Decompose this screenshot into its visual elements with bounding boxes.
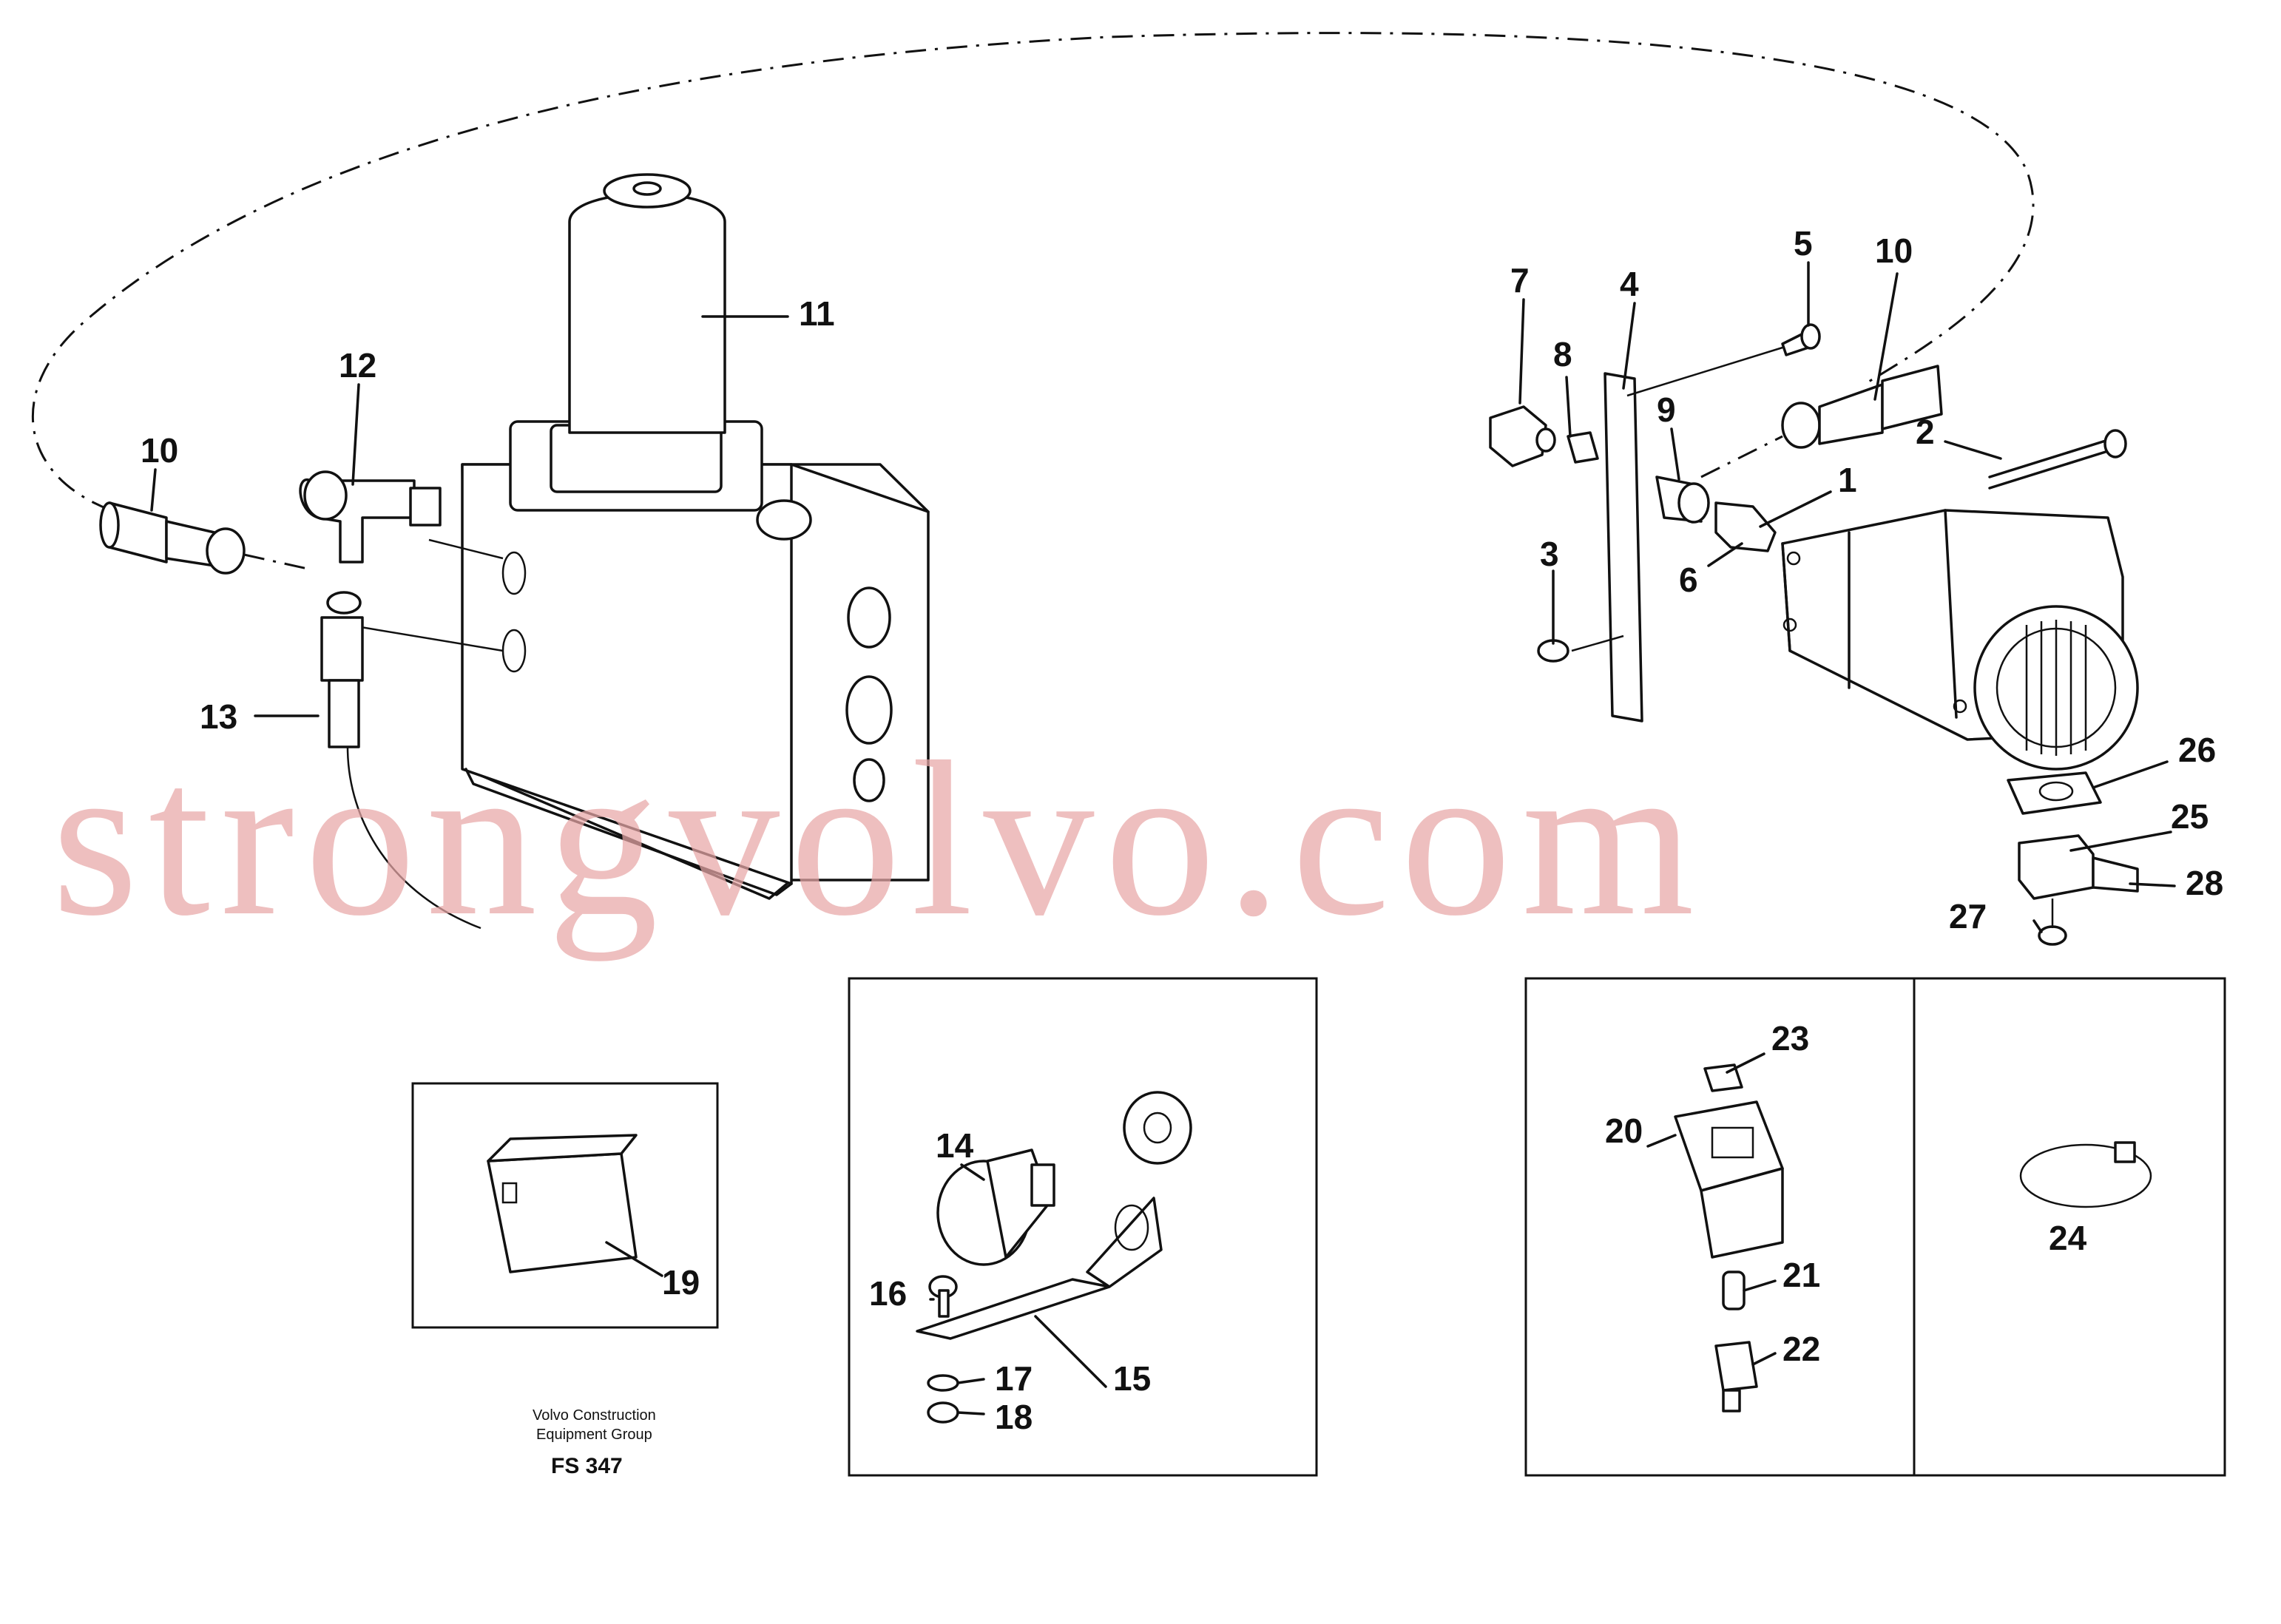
washer-17 <box>927 1374 959 1392</box>
callout-28: 28 <box>2186 864 2223 902</box>
callout-25: 25 <box>2171 797 2209 836</box>
hose-route-line-lower <box>346 746 481 930</box>
callout-18: 18 <box>995 1398 1033 1436</box>
callout-19: 19 <box>662 1263 700 1302</box>
rocker-switch-20 <box>1674 1100 1784 1259</box>
cable-gland-28 <box>2092 856 2139 893</box>
bolt-2 <box>1988 429 2127 490</box>
callout-9: 9 <box>1657 390 1676 429</box>
callout-11: 11 <box>799 294 835 333</box>
callout-8: 8 <box>1553 335 1572 373</box>
callout-20: 20 <box>1605 1112 1643 1150</box>
footer-line-1: Volvo Construction <box>533 1407 656 1424</box>
callout-10-right: 10 <box>1875 231 1913 270</box>
watermark: strongvolvo.com <box>52 716 1705 962</box>
callout-23: 23 <box>1771 1019 1809 1058</box>
callout-4: 4 <box>1620 265 1639 303</box>
elbow-fitting-12 <box>299 470 442 564</box>
footer-line-2: Equipment Group <box>536 1427 652 1443</box>
fitting-6 <box>1714 501 1777 552</box>
callout-16: 16 <box>869 1274 907 1313</box>
leader-lines <box>150 261 2176 1415</box>
fitting-13 <box>320 591 364 748</box>
callout-7: 7 <box>1510 261 1530 300</box>
callout-27: 27 <box>1949 897 1987 936</box>
bulb-21 <box>1722 1271 1746 1310</box>
callout-17: 17 <box>995 1359 1033 1398</box>
callout-22: 22 <box>1782 1330 1820 1368</box>
callout-12: 12 <box>339 346 376 385</box>
screw-27 <box>2038 925 2067 946</box>
plate-23 <box>1703 1063 1743 1092</box>
inset-box-20-24 <box>1524 977 2226 1477</box>
hose-10-right <box>1700 365 1943 478</box>
callout-21: 21 <box>1782 1256 1820 1294</box>
valve-block-11 <box>347 173 930 900</box>
inset-box-19 <box>411 1082 719 1329</box>
callout-1: 1 <box>1838 461 1857 499</box>
callout-24: 24 <box>2049 1219 2087 1257</box>
callout-13: 13 <box>200 697 237 736</box>
cable-tie-24 <box>2019 1141 2152 1208</box>
nut-18 <box>927 1401 959 1424</box>
holder-22 <box>1714 1341 1758 1412</box>
callout-10-left: 10 <box>141 431 178 470</box>
bracket-15 <box>916 1197 1163 1340</box>
gasket-26 <box>2007 771 2102 815</box>
footer-code: FS 347 <box>551 1454 623 1478</box>
hose-route-line <box>31 32 2035 512</box>
solenoid-unit-1 <box>1781 509 2139 771</box>
callout-5: 5 <box>1794 224 1813 263</box>
relay-19 <box>487 1134 638 1273</box>
callout-14: 14 <box>936 1126 974 1165</box>
hose-10-left <box>99 501 311 575</box>
nut-7 <box>1489 405 1547 467</box>
callout-6: 6 <box>1679 561 1698 599</box>
adapter-8 <box>1567 431 1599 464</box>
callout-15: 15 <box>1113 1359 1151 1398</box>
plug-25 <box>2018 834 2095 900</box>
bracket-4 <box>1604 372 1643 723</box>
screw-16 <box>928 1275 958 1318</box>
inset-box-14-18 <box>848 977 1318 1477</box>
switch-14 <box>936 1148 1055 1266</box>
callout-3: 3 <box>1540 535 1559 573</box>
nut-ring-14 <box>1123 1091 1192 1165</box>
callout-26: 26 <box>2178 731 2216 769</box>
callout-2: 2 <box>1916 413 1935 451</box>
